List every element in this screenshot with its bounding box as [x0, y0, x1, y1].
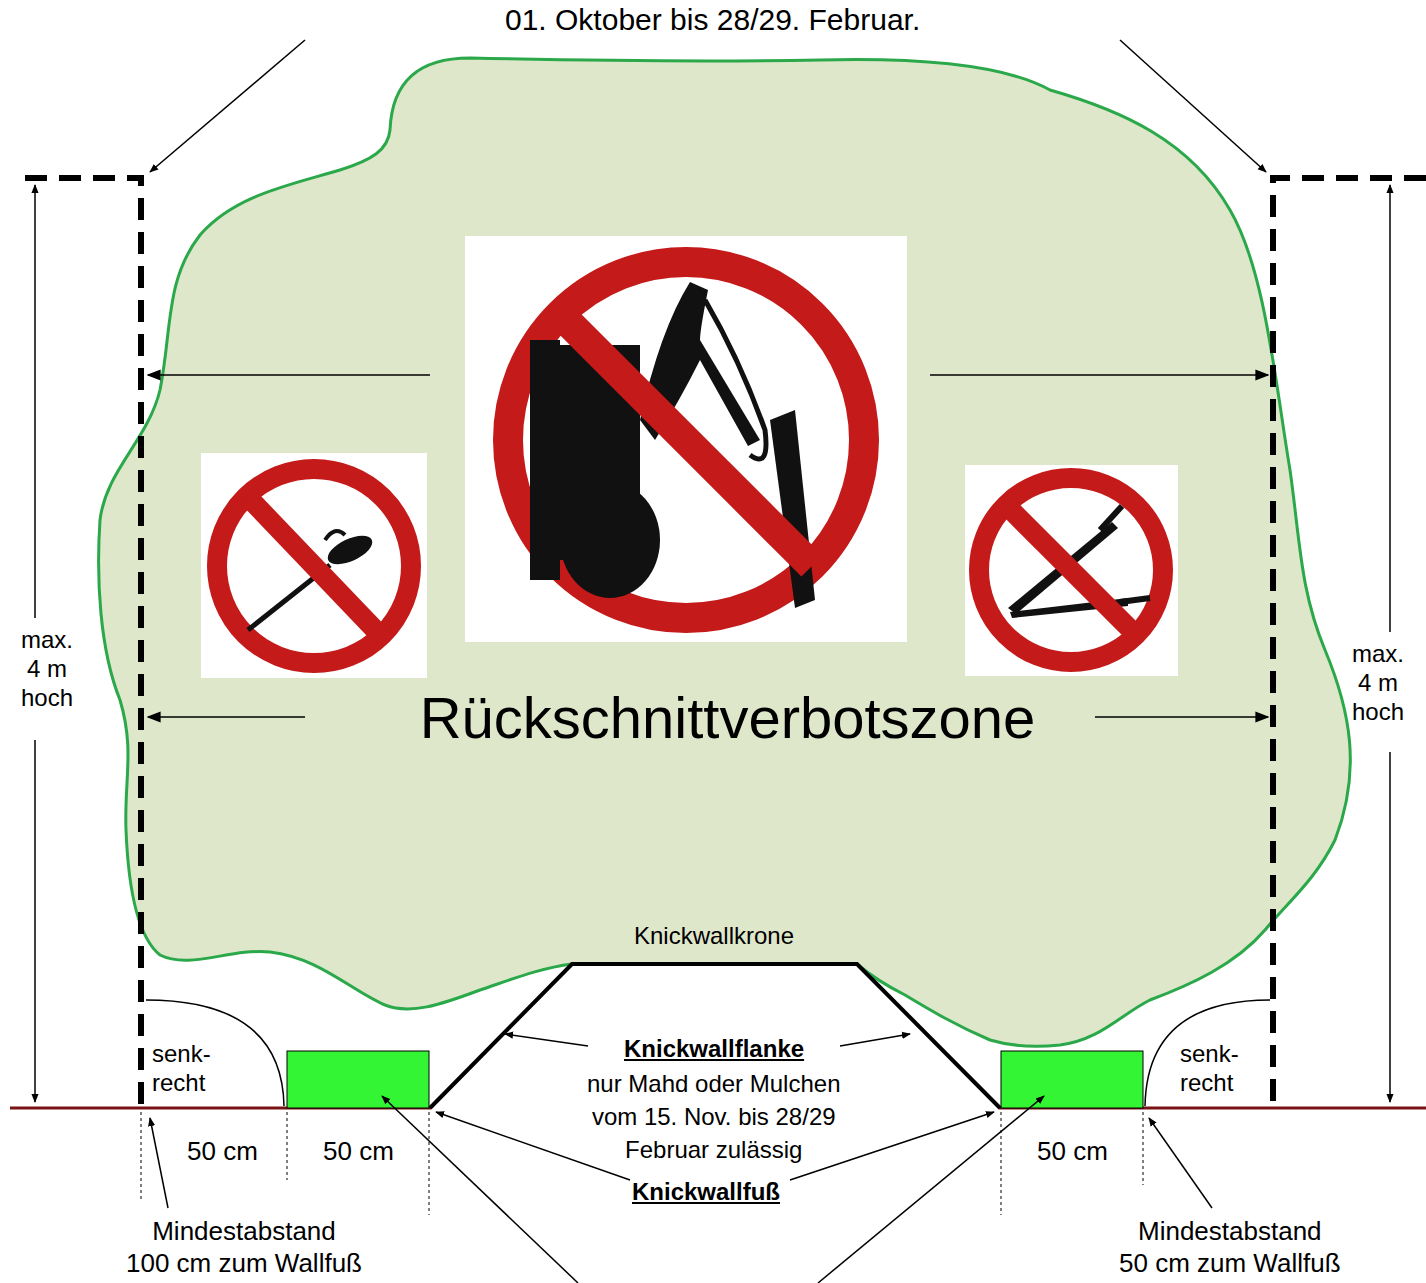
height-arrow: [34, 185, 36, 618]
distance-note: Mindestabstand 50 cm zum Wallfuß: [1119, 1215, 1341, 1279]
zone-boundary: [1273, 178, 1426, 1108]
distance-note: Mindestabstand 100 cm zum Wallfuß: [126, 1215, 362, 1279]
height-arrow: [1389, 752, 1391, 1102]
prohibition-sign-hedge-trimmer: [201, 453, 427, 678]
prohibition-sign-shears: [965, 465, 1178, 676]
season-note: 01. Oktober bis 28/29. Februar.: [505, 2, 920, 38]
zone-arrow: [148, 374, 430, 376]
leader-line: [1120, 40, 1266, 172]
zone-title: Rückschnittverbotszone: [95, 683, 1360, 753]
angle-note: senk- recht: [1180, 1040, 1239, 1098]
right-angle-arc: [1145, 1000, 1270, 1106]
leader-line: [505, 1034, 588, 1046]
distance-dimension: 50 cm: [1037, 1136, 1108, 1167]
wall-foot-strip: [1001, 1051, 1143, 1108]
height-arrow: [1389, 185, 1391, 632]
angle-note: senk- recht: [152, 1040, 211, 1098]
leader-line: [840, 1034, 910, 1046]
rule-note: nur Mahd oder Mulchen vom 15. Nov. bis 2…: [587, 1067, 840, 1166]
part-name: Knickwallkrone: [634, 922, 794, 951]
leader-line: [382, 1096, 578, 1283]
height-dimension: max. 4 m hoch: [1352, 640, 1404, 726]
leader-line: [150, 40, 305, 172]
leader-line: [150, 1118, 168, 1208]
zone-arrow: [148, 716, 305, 718]
leader-line: [818, 1096, 1044, 1283]
height-arrow: [34, 740, 36, 1102]
height-dimension: max. 4 m hoch: [21, 626, 73, 712]
distance-dimension: 50 cm: [323, 1136, 394, 1167]
part-name: Knickwallfuß: [632, 1178, 780, 1207]
right-angle-arc: [146, 1000, 284, 1106]
zone-arrow: [930, 374, 1268, 376]
distance-dimension: 50 cm: [187, 1136, 258, 1167]
part-name: Knickwallflanke: [624, 1035, 804, 1064]
wall-foot-strip: [287, 1051, 429, 1108]
zone-arrow: [1095, 716, 1268, 718]
prohibition-sign-mulcher: [465, 236, 907, 642]
leader-line: [1149, 1118, 1212, 1208]
